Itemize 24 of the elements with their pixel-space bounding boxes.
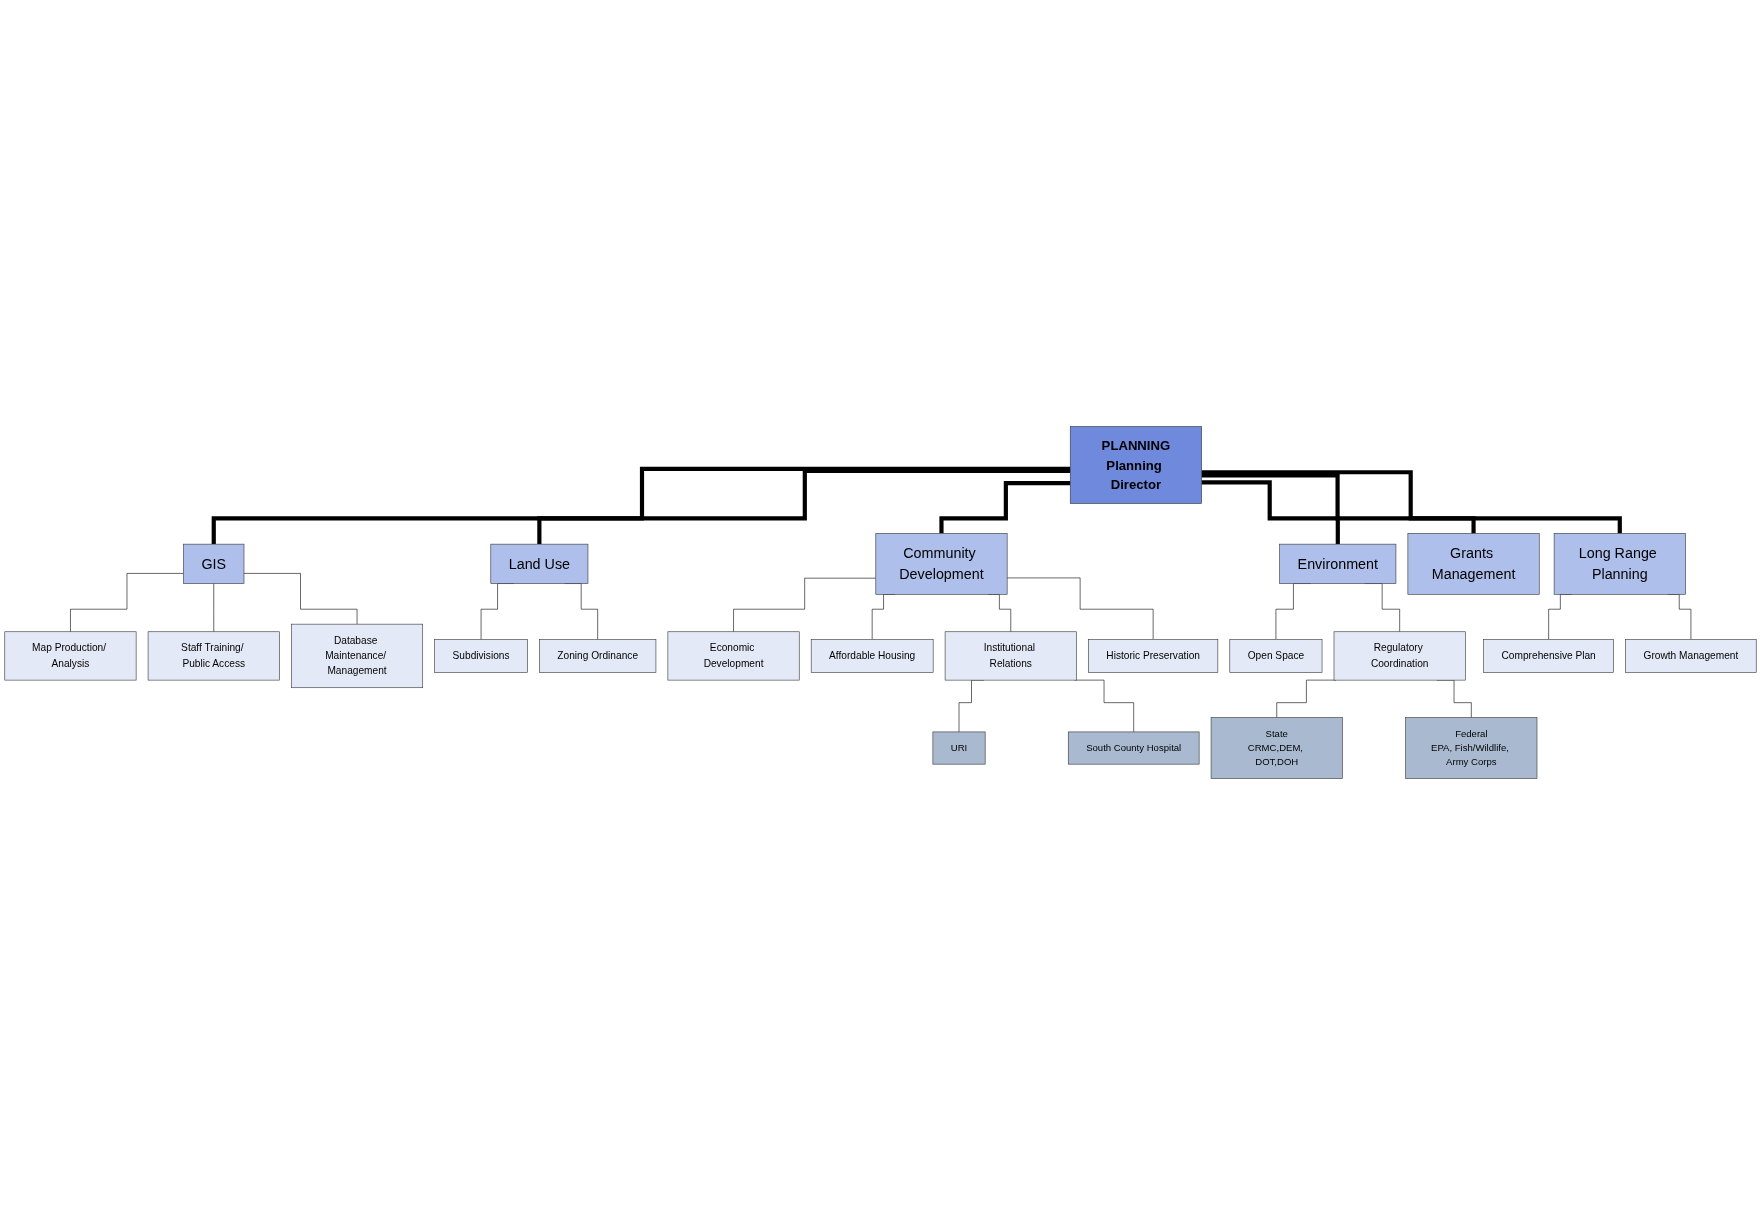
node-box: Grants Management xyxy=(1407,533,1540,595)
node-box: Open Space xyxy=(1229,639,1323,673)
node-box: Regulatory Coordination xyxy=(1333,631,1466,681)
node-box: Economic Development xyxy=(667,631,800,681)
node-box: Community Development xyxy=(875,533,1008,595)
node-box: PLANNING Planning Director xyxy=(1069,426,1202,504)
node-box: Map Production/ Analysis xyxy=(4,631,137,681)
node-box: URI xyxy=(932,731,986,765)
node-box: Federal EPA, Fish/Wildlife, Army Corps xyxy=(1405,717,1538,779)
node-box: Historic Preservation xyxy=(1088,639,1219,673)
node-box: Staff Training/ Public Access xyxy=(147,631,280,681)
node-box: Affordable Housing xyxy=(810,639,934,673)
node-box: Environment xyxy=(1279,543,1397,584)
node-box: Comprehensive Plan xyxy=(1483,639,1614,673)
node-box: GIS xyxy=(183,543,245,584)
node-box: Long Range Planning xyxy=(1553,533,1686,595)
node-box: Land Use xyxy=(490,543,589,584)
node-box: Growth Management xyxy=(1625,639,1757,673)
node-box: Institutional Relations xyxy=(944,631,1077,681)
node-box: Subdivisions xyxy=(434,639,528,673)
node-box: State CRMC,DEM, DOT,DOH xyxy=(1210,717,1343,779)
node-box: Database Maintenance/ Management xyxy=(291,623,424,689)
node-box: South County Hospital xyxy=(1067,731,1200,765)
node-box: Zoning Ordinance xyxy=(539,639,657,673)
